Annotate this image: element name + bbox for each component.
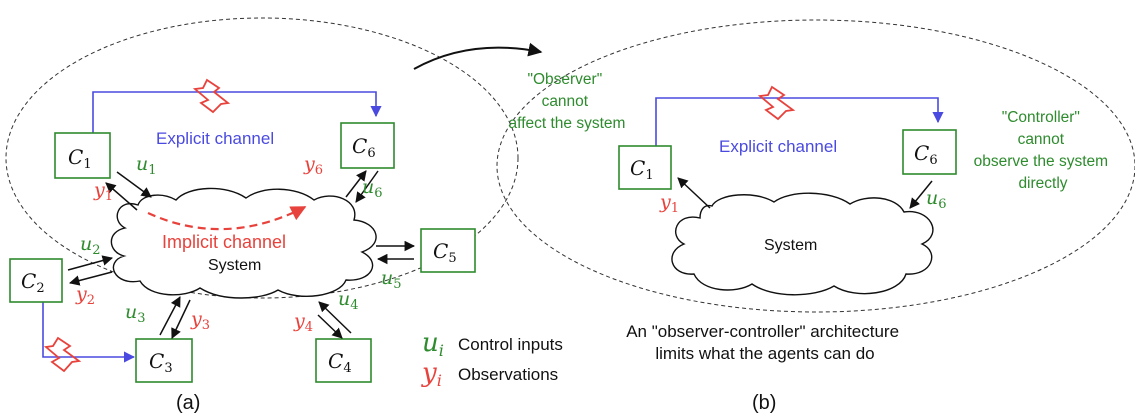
lightning-icon	[43, 336, 82, 373]
arrow-u2	[67, 255, 114, 271]
arrow-y2	[68, 271, 113, 286]
label-u5: u5	[381, 267, 402, 292]
label-y2: y2	[75, 283, 95, 308]
explicit-channel-line-b	[655, 97, 944, 146]
explicit-channel-line-a	[92, 91, 382, 133]
svg-text:C6: C6	[914, 141, 938, 168]
controller-c1: C1	[54, 132, 111, 179]
label-y6: y6	[303, 153, 323, 178]
svg-text:C2: C2	[21, 269, 45, 296]
svg-text:C3: C3	[149, 349, 173, 376]
system-label-a: System	[208, 257, 261, 274]
arrow-y6	[345, 170, 367, 198]
svg-text:C4: C4	[328, 349, 352, 376]
explicit-channel-line-c2-c3	[42, 302, 136, 363]
controller-c4: C4	[315, 338, 372, 383]
controller-c6: C6	[340, 122, 395, 169]
legend-y-symbol: yi	[421, 358, 442, 390]
panel-b: Explicit channel C1 C6 System y1 u6 "Obs…	[496, 19, 1135, 414]
arrow-y4	[317, 314, 343, 339]
arrow-u6-b	[909, 180, 933, 209]
system-cloud-b	[671, 192, 934, 296]
panel-a-dashed-ellipse	[5, 17, 519, 299]
arrow-y1-b	[677, 177, 711, 209]
controller-c2: C2	[9, 258, 63, 303]
implicit-channel-label: Implicit channel	[162, 232, 286, 252]
label-y1: y1	[93, 179, 113, 204]
label-y1-b: y1	[659, 191, 679, 216]
panel-a: Explicit channel Implicit channel System…	[5, 17, 519, 414]
arrow-y1	[105, 182, 138, 211]
svg-text:C5: C5	[433, 239, 457, 266]
label-u4: u4	[338, 288, 359, 313]
arrow-u3	[159, 296, 181, 336]
legend-u-symbol: ui	[422, 328, 444, 360]
arrow-u6	[355, 170, 379, 203]
arrow-u4	[318, 301, 352, 334]
explicit-channel-label-b: Explicit channel	[719, 137, 837, 156]
label-u2: u2	[80, 233, 101, 258]
controller-c5: C5	[420, 228, 476, 273]
controller-c6-b: C6	[902, 129, 957, 175]
caption-a: (a)	[176, 392, 200, 414]
legend-y-text: Observations	[458, 365, 558, 384]
legend: ui Control inputs yi Observations	[421, 328, 563, 390]
controller-note: "Controller" cannot observe the system d…	[974, 109, 1113, 192]
legend-u-text: Control inputs	[458, 335, 563, 354]
label-u6: u6	[362, 176, 383, 201]
implicit-channel-arrow	[147, 206, 307, 231]
svg-text:C1: C1	[630, 156, 654, 183]
controller-c3: C3	[135, 338, 193, 383]
label-u1: u1	[136, 153, 157, 178]
arrow-u1	[116, 171, 152, 198]
label-u3: u3	[125, 301, 146, 326]
svg-text:C6: C6	[352, 134, 376, 161]
observer-note: "Observer" cannot affect the system	[509, 71, 626, 132]
lightning-icon	[757, 85, 796, 121]
lightning-icon	[192, 78, 231, 114]
arrow-y3	[171, 299, 191, 339]
system-cloud-a	[110, 187, 377, 299]
label-u6-b: u6	[926, 187, 947, 212]
label-y3: y3	[190, 308, 210, 333]
label-y4: y4	[293, 310, 313, 335]
system-label-b: System	[764, 237, 817, 254]
architecture-note: An "observer-controller" architecture li…	[626, 322, 904, 363]
explicit-channel-label-a: Explicit channel	[156, 129, 274, 148]
controller-c1-b: C1	[618, 145, 672, 190]
caption-b: (b)	[752, 392, 776, 414]
svg-text:C1: C1	[68, 145, 92, 172]
transition-arrow	[413, 42, 543, 70]
